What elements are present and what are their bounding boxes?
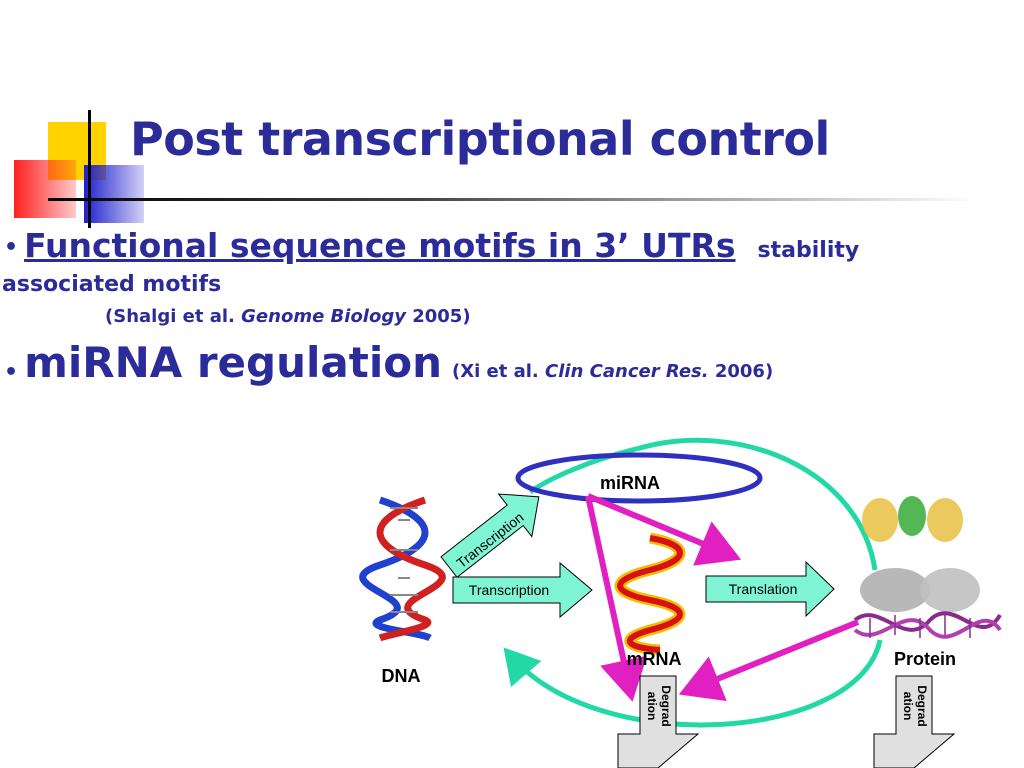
citation-1: (Shalgi et al. Genome Biology 2005) xyxy=(105,306,471,327)
mirna-label: miRNA xyxy=(600,473,660,493)
citation2-year: 2006) xyxy=(708,361,774,382)
mrna-strand-core xyxy=(617,535,683,653)
citation1-year: 2005) xyxy=(405,306,471,327)
dna-helix-image xyxy=(359,496,446,642)
bullet-functional-motifs: •Functional sequence motifs in 3’ UTRs st… xyxy=(4,226,859,265)
citation1-authors: (Shalgi et al. xyxy=(105,306,242,327)
translation-arrow xyxy=(705,560,835,618)
bullet-mirna-regulation: •miRNA regulation (Xi et al. Clin Cancer … xyxy=(4,338,773,387)
bullet-marker: • xyxy=(4,360,19,385)
vertical-line-decoration xyxy=(88,110,91,228)
transcription-arrow xyxy=(452,561,593,619)
protein-structure-image xyxy=(853,496,1002,639)
citation-2: (Xi et al. Clin Cancer Res. 2006) xyxy=(452,361,773,382)
bullet1-line2: associated motifs xyxy=(2,272,222,297)
bullet-marker: • xyxy=(4,235,19,260)
bullet1-main-text: Functional sequence motifs in 3’ UTRs xyxy=(24,226,736,265)
transcription-arrow-diagonal xyxy=(440,493,540,578)
protein-to-dna-feedback-curve xyxy=(503,639,883,728)
citation2-authors: (Xi et al. xyxy=(451,361,546,382)
protein-to-mirna-curve xyxy=(528,437,878,571)
transcription-label: Transcription xyxy=(469,582,549,598)
protein-label: Protein xyxy=(894,649,956,669)
translation-label: Translation xyxy=(729,581,798,597)
mirna-highlight-ellipse xyxy=(515,452,763,504)
mirna-inhibits-translation-arrow xyxy=(586,493,742,566)
bullet2-main-text: miRNA regulation xyxy=(24,338,442,387)
mrna-degradation-arrow xyxy=(617,675,700,768)
bullet1-tail-text: stability xyxy=(757,238,860,263)
mrna-label: mRNA xyxy=(626,649,681,669)
title-rule xyxy=(48,198,978,201)
page-title: Post transcriptional control xyxy=(130,112,830,166)
protein-degradation-arrow xyxy=(678,619,860,701)
protein-degradation-label: Degradation xyxy=(901,685,929,726)
mrna-degradation-label: Degradation xyxy=(645,685,673,726)
blue-square-decoration xyxy=(84,165,144,223)
citation1-journal: Genome Biology xyxy=(241,306,406,327)
dna-label: DNA xyxy=(382,666,421,686)
protein-degradation-down-arrow xyxy=(873,675,956,768)
citation2-journal: Clin Cancer Res. xyxy=(545,361,709,382)
red-square-decoration xyxy=(14,160,76,218)
mirna-induces-degradation-arrow xyxy=(585,495,648,702)
